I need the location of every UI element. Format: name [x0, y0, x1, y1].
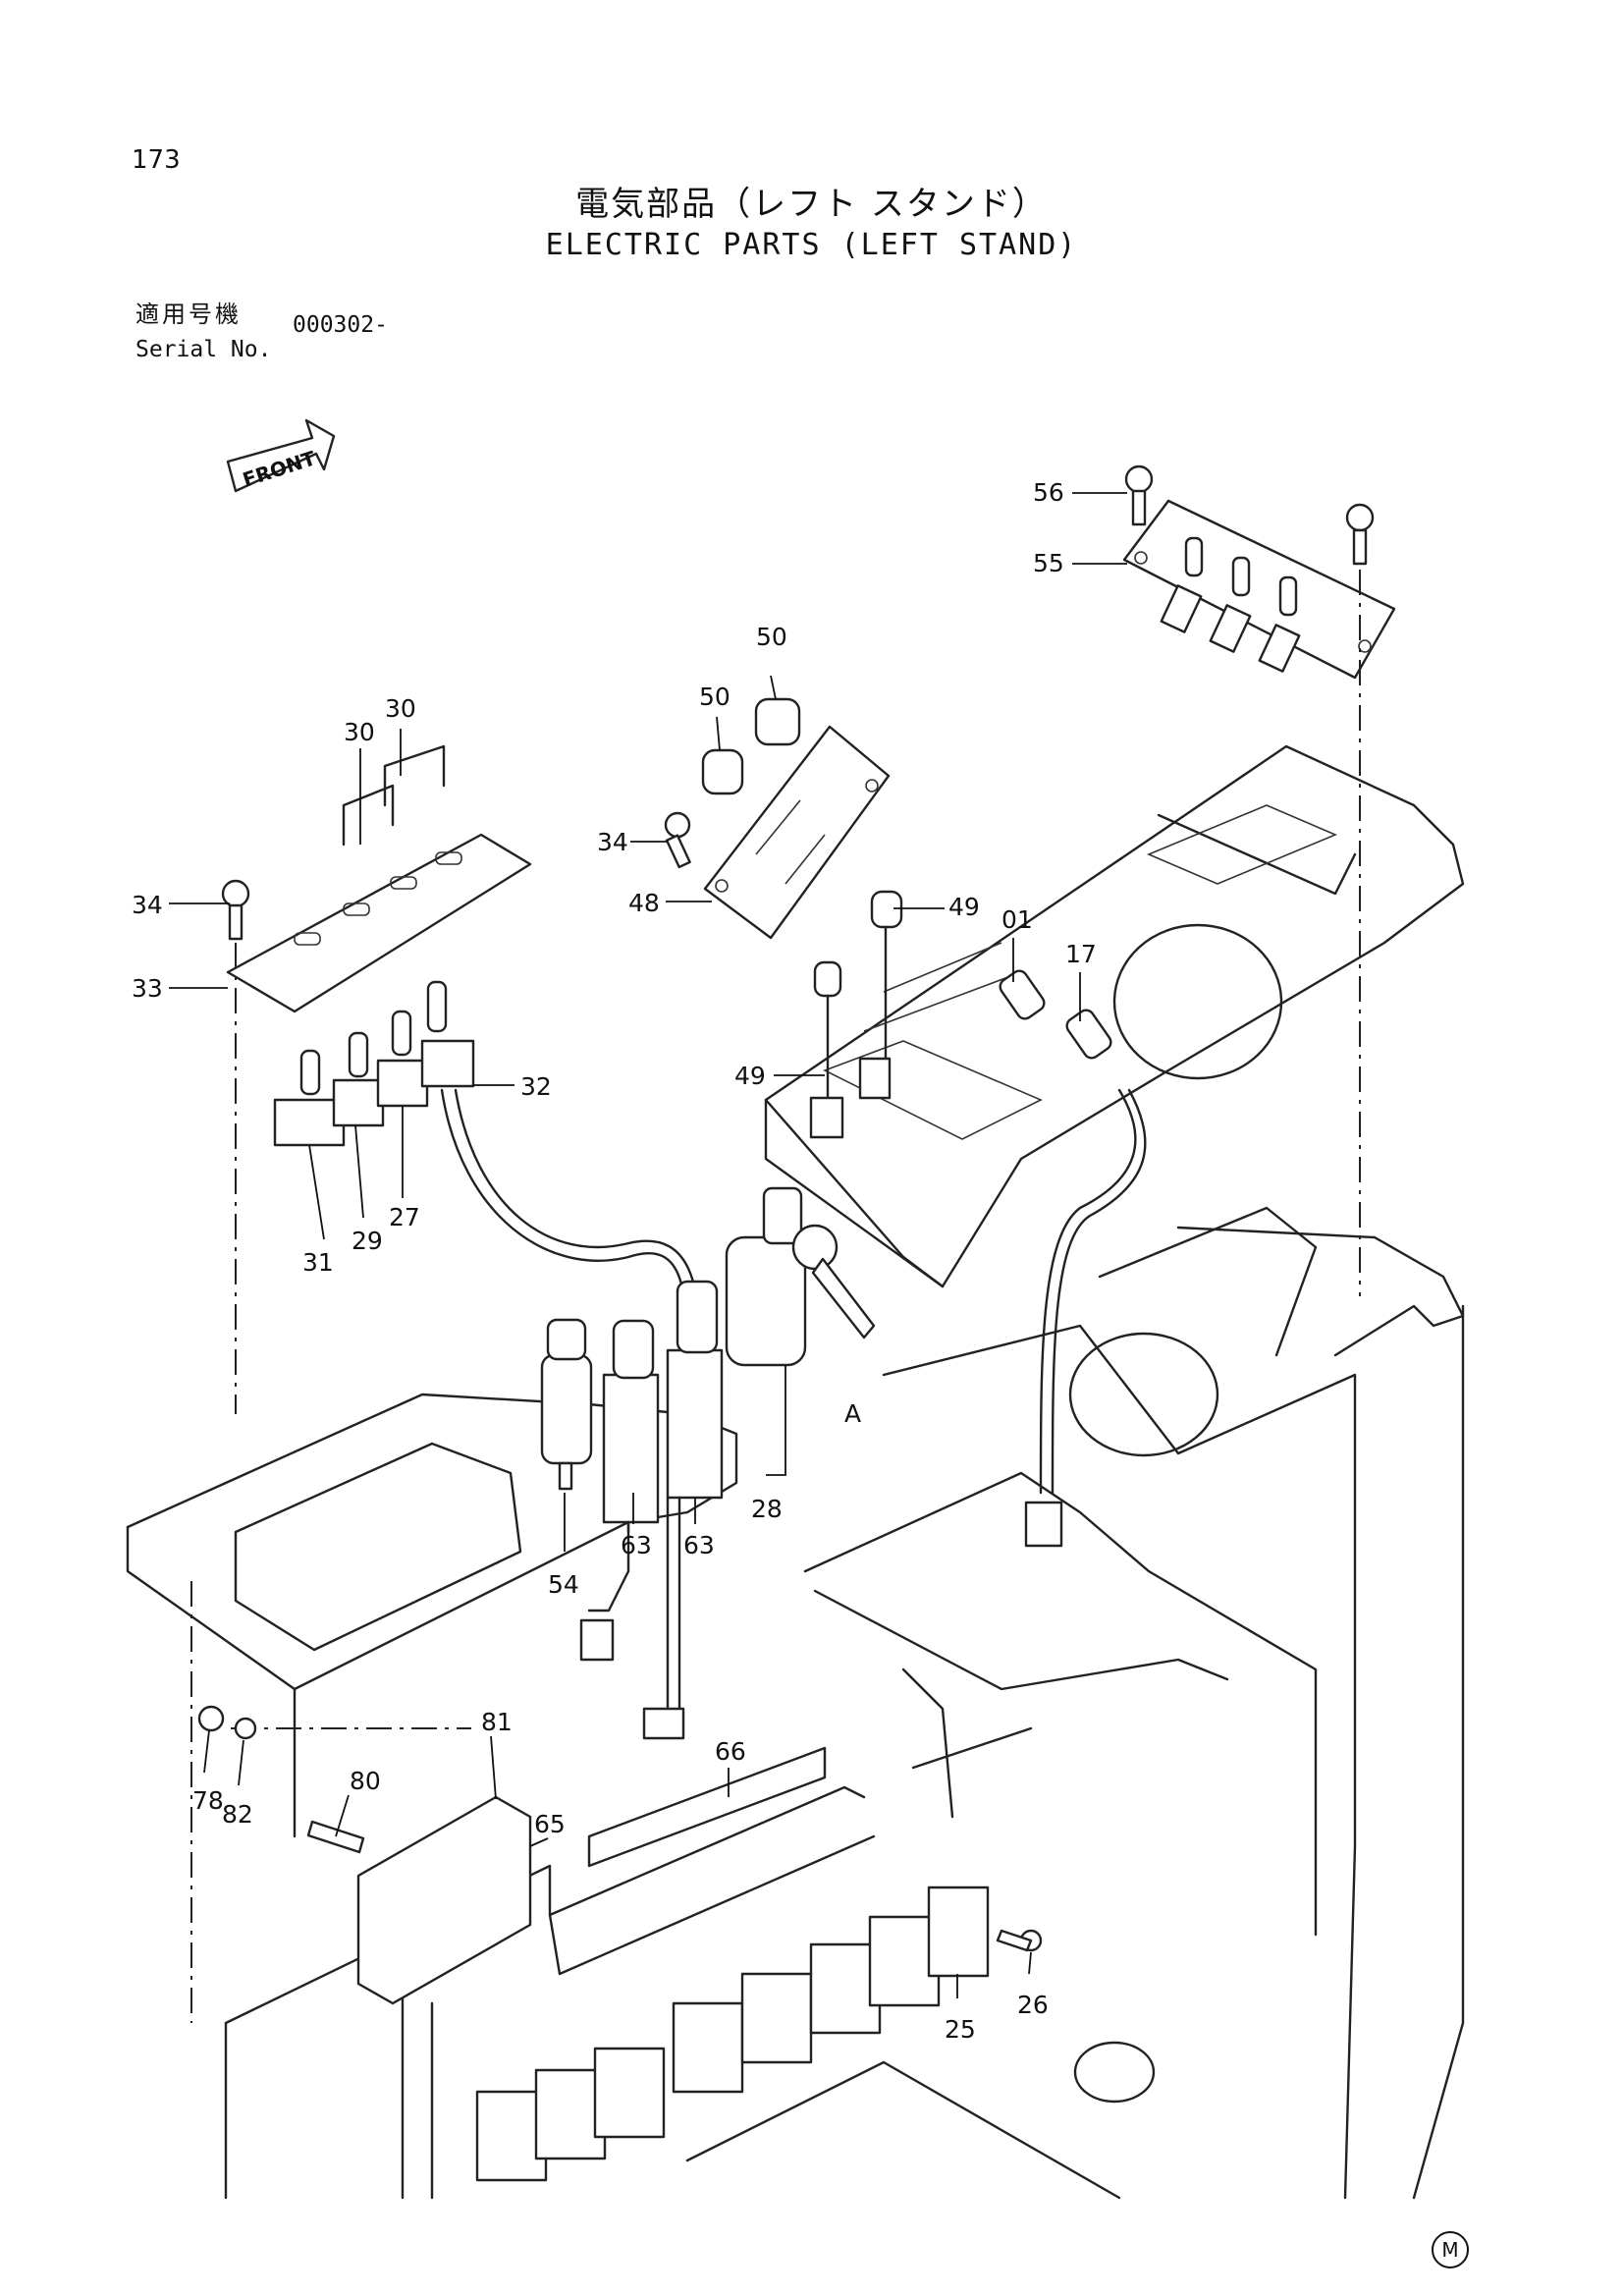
callout-31: 31	[302, 1248, 334, 1277]
part-50-lamp-cap	[701, 697, 801, 795]
callout-56: 56	[1033, 478, 1064, 507]
part-01-indicator	[999, 969, 1046, 1020]
callout-33: 33	[132, 974, 163, 1003]
part-63-module	[579, 1280, 724, 1740]
callout-27: 27	[389, 1203, 420, 1231]
callout-30: 30	[385, 694, 416, 723]
page-mark: M	[1432, 2231, 1469, 2269]
callout-63: 63	[621, 1531, 652, 1559]
front-arrow-icon: FRONT	[226, 418, 336, 493]
callout-66: 66	[715, 1737, 746, 1766]
part-25-relay	[475, 1886, 990, 2182]
part-34-screw-left	[221, 879, 250, 941]
callout-26: 26	[1017, 1991, 1049, 2019]
part-48-lamp-plate	[703, 725, 891, 940]
serial-label-japanese: 適用号機	[135, 301, 242, 328]
callout-81: 81	[481, 1708, 513, 1736]
callout-48: 48	[628, 889, 660, 917]
part-55-switch-panel	[1122, 499, 1396, 680]
callout-50: 50	[699, 683, 730, 711]
callout-63: 63	[683, 1531, 715, 1559]
part-78-nut	[197, 1705, 225, 1732]
callout-78: 78	[192, 1786, 224, 1815]
part-82-washer	[234, 1717, 257, 1740]
leader-lines	[169, 492, 1127, 1998]
callout-25: 25	[945, 2015, 976, 2044]
callout-54: 54	[548, 1570, 579, 1599]
callout-28: 28	[751, 1495, 783, 1523]
part-56-screw	[1124, 465, 1375, 566]
part-34-screw-upper	[664, 811, 691, 869]
callout-49: 49	[734, 1062, 766, 1090]
callout-34: 34	[132, 891, 163, 919]
callout-49: 49	[948, 893, 980, 921]
callout-82: 82	[222, 1800, 253, 1829]
switch-27	[376, 1010, 429, 1108]
callout-50: 50	[756, 623, 787, 651]
callout-30: 30	[344, 718, 375, 746]
callout-17: 17	[1065, 940, 1097, 968]
callout-55: 55	[1033, 549, 1064, 577]
part-33-switch-plate	[226, 833, 532, 1013]
part-54-pushbutton	[540, 1318, 593, 1491]
callout-29: 29	[352, 1227, 383, 1255]
callout-34: 34	[597, 828, 628, 856]
part-17-indicator	[1024, 1009, 1147, 1548]
part-30-tube	[342, 744, 446, 847]
switch-31	[273, 1049, 346, 1147]
part-80-bolt	[306, 1820, 365, 1854]
title-japanese: 電気部品（レフト スタンド）	[575, 185, 1048, 224]
part-26-bolt	[996, 1929, 1043, 1952]
switch-32	[420, 980, 703, 1377]
callout-80: 80	[350, 1767, 381, 1795]
callout-01: 01	[1001, 905, 1033, 934]
page-number: 173	[132, 145, 181, 175]
serial-label-english: Serial No.	[135, 337, 272, 362]
part-28-key-switch	[725, 1186, 876, 1367]
key-label-a: A	[844, 1399, 861, 1428]
part-66-rail	[587, 1746, 827, 1868]
callout-65: 65	[534, 1810, 566, 1838]
switch-29	[332, 1031, 385, 1127]
part-81-control-box	[356, 1795, 532, 2005]
serial-number-value: 000302-	[293, 312, 388, 338]
title-english: ELECTRIC PARTS (LEFT STAND)	[545, 228, 1078, 262]
callout-32: 32	[520, 1072, 552, 1101]
part-49-lamp-socket	[809, 890, 903, 1139]
